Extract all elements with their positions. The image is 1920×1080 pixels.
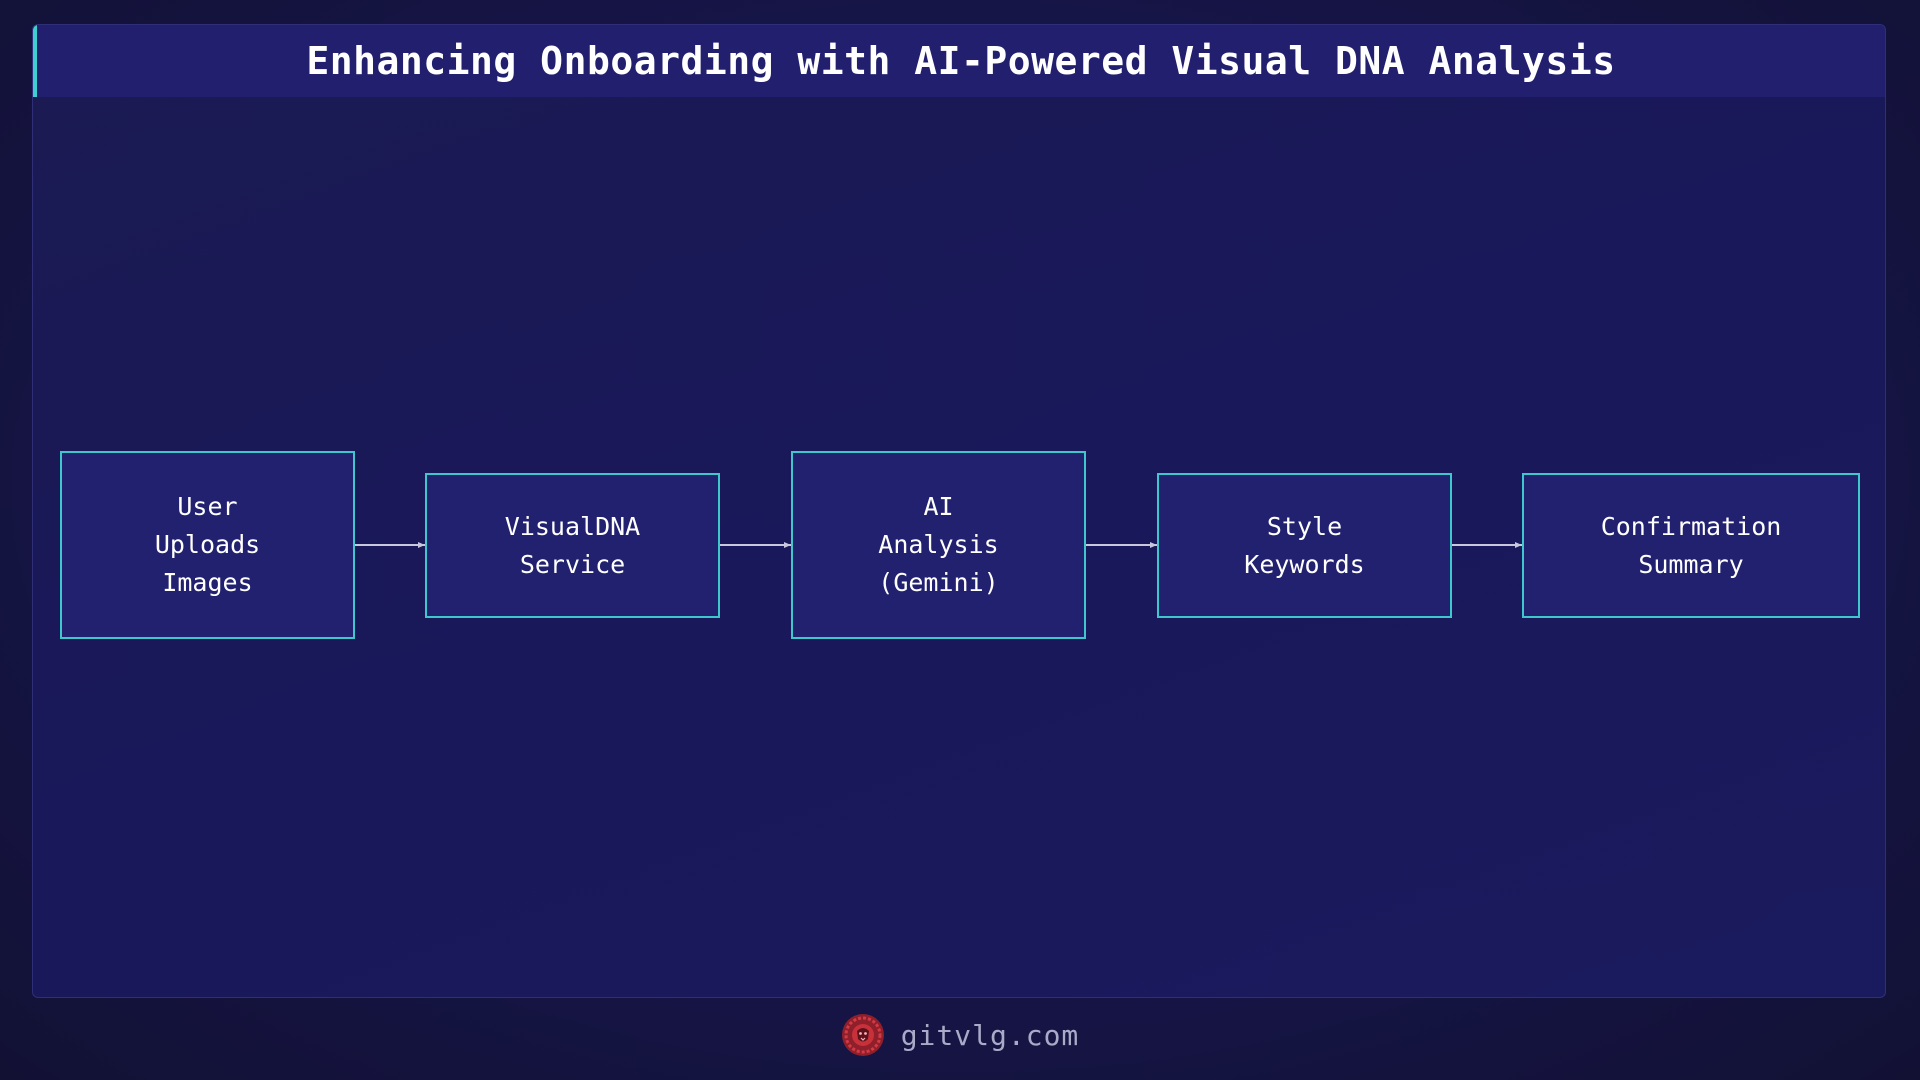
page-title: Enhancing Onboarding with AI-Powered Vis…	[306, 39, 1616, 83]
node-label: Confirmation Summary	[1600, 511, 1782, 579]
node-style-keywords: Style Keywords	[1157, 473, 1452, 618]
footer-site-link[interactable]: gitvlg.com	[900, 1018, 1080, 1052]
node-label: Style Keywords	[1244, 511, 1365, 579]
title-bar: Enhancing Onboarding with AI-Powered Vis…	[33, 25, 1885, 97]
node-visualdna-service: VisualDNA Service	[425, 473, 720, 618]
footer: gitvlg.com	[0, 1010, 1920, 1060]
node-label: VisualDNA Service	[504, 511, 641, 579]
node-ai-analysis-gemini: AI Analysis (Gemini)	[791, 451, 1086, 639]
node-label: User Uploads Images	[154, 492, 261, 597]
lion-logo-icon	[841, 1014, 884, 1056]
node-label: AI Analysis (Gemini)	[878, 492, 999, 597]
node-user-uploads-images: User Uploads Images	[60, 451, 355, 639]
node-confirmation-summary: Confirmation Summary	[1522, 473, 1860, 618]
